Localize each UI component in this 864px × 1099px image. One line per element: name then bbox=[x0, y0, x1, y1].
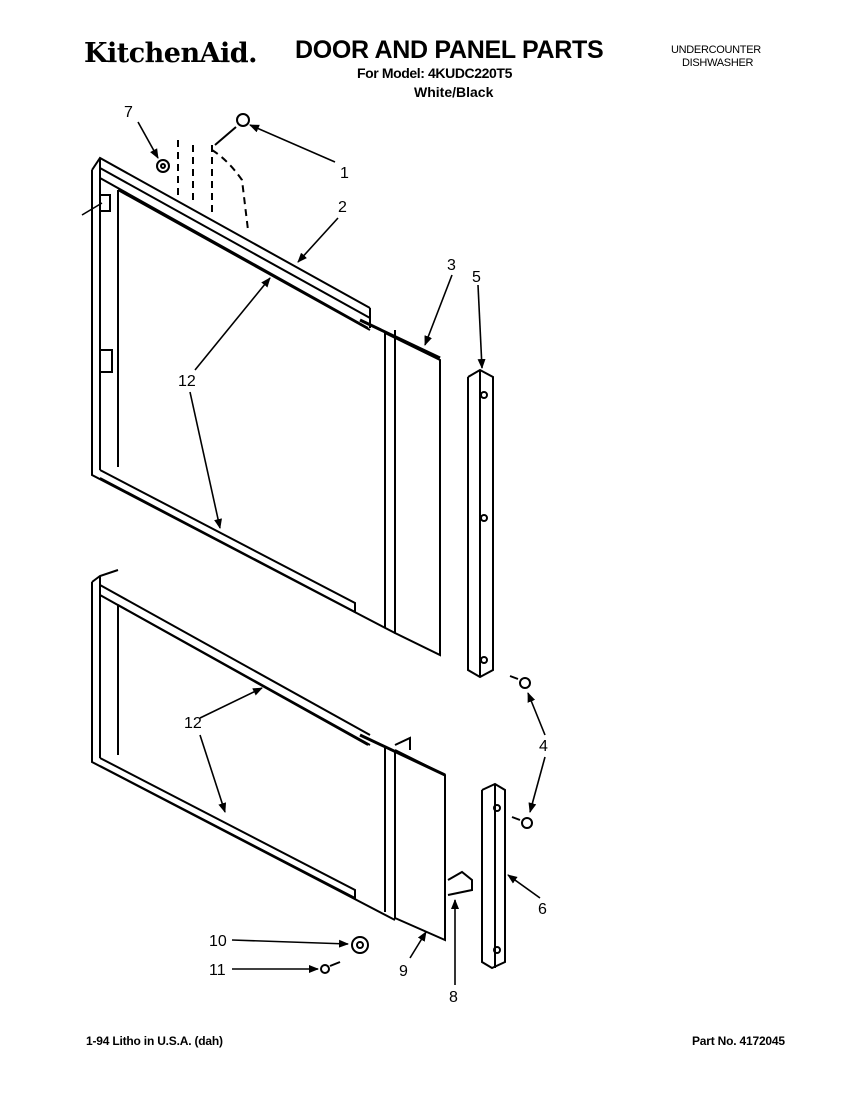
hardware-nut-7 bbox=[156, 159, 170, 173]
page-title: DOOR AND PANEL PARTS bbox=[295, 36, 604, 64]
callout-11: 11 bbox=[209, 962, 226, 979]
lower-door-frame bbox=[91, 569, 473, 942]
callout-3: 3 bbox=[447, 257, 456, 274]
upper-side-trim-strip bbox=[467, 368, 494, 679]
upper-door-bracket bbox=[177, 140, 249, 231]
callout-8: 8 bbox=[449, 989, 458, 1006]
callout-12-upper: 12 bbox=[178, 373, 196, 390]
callout-1: 1 bbox=[340, 165, 349, 182]
hardware-washer-10 bbox=[351, 936, 369, 954]
hardware-screw-4a bbox=[509, 675, 531, 689]
lower-side-trim-strip bbox=[481, 782, 506, 970]
print-info: 1-94 Litho in U.S.A. (dah) bbox=[86, 1034, 223, 1048]
callout-6: 6 bbox=[538, 901, 547, 918]
hardware-screw-1 bbox=[214, 113, 250, 146]
callout-12-lower: 12 bbox=[184, 715, 202, 732]
category-line-1: UNDERCOUNTER bbox=[671, 44, 761, 56]
category-line-2: DISHWASHER bbox=[682, 57, 754, 69]
callout-4: 4 bbox=[539, 738, 548, 755]
callout-7: 7 bbox=[124, 104, 133, 121]
hardware-screw-4b bbox=[511, 816, 533, 829]
callout-2: 2 bbox=[338, 199, 347, 216]
callout-9: 9 bbox=[399, 963, 408, 980]
callout-10: 10 bbox=[209, 933, 227, 950]
part-number: Part No. 4172045 bbox=[692, 1034, 785, 1048]
model-line: For Model: 4KUDC220T5 bbox=[357, 65, 512, 81]
hardware-screw-11 bbox=[320, 961, 341, 974]
upper-door-frame bbox=[91, 156, 441, 657]
color-variant: White/Black bbox=[414, 84, 494, 100]
callout-5: 5 bbox=[472, 269, 481, 286]
brand-logo: KitchenAid. bbox=[84, 38, 258, 69]
leader-lines bbox=[81, 121, 546, 985]
